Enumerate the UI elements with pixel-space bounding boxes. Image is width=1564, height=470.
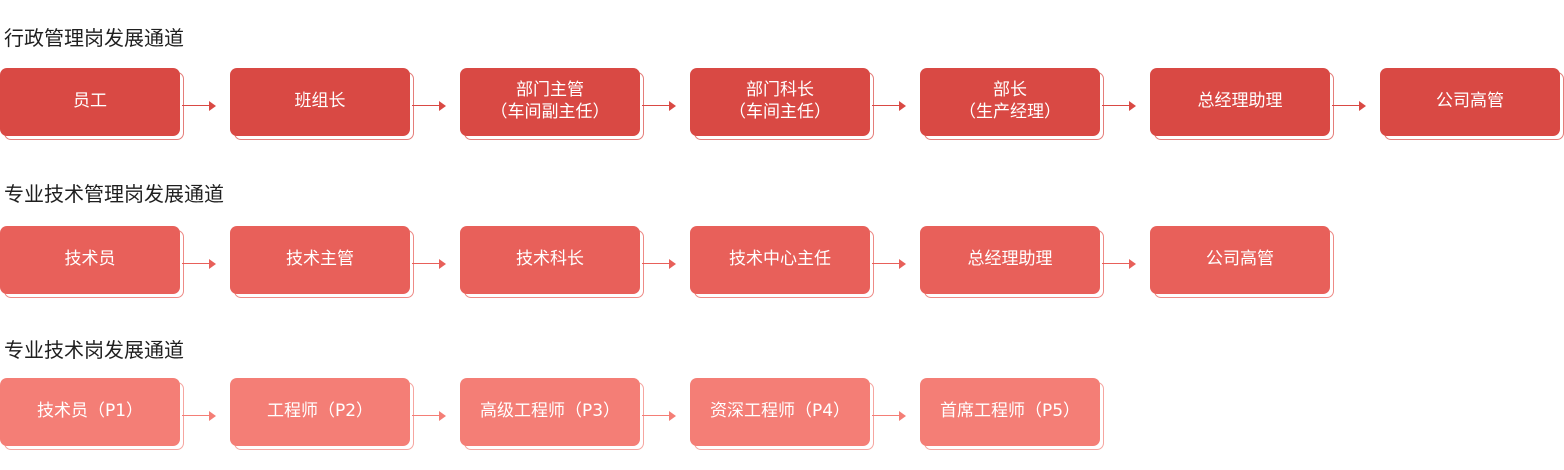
career-step-box: 资深工程师（P4） [690, 378, 870, 446]
career-step-subtitle: （车间主任） [729, 102, 831, 122]
right-arrow-icon [642, 259, 676, 269]
career-step-box: 首席工程师（P5） [920, 378, 1100, 446]
career-step-box: 技术中心主任 [690, 226, 870, 294]
arrow-head [209, 101, 216, 111]
career-step-title: 部门科长 [746, 80, 814, 100]
career-step-box: 技术员 [0, 226, 180, 294]
career-step-title: 技术中心主任 [729, 249, 831, 269]
career-step-box: 高级工程师（P3） [460, 378, 640, 446]
career-step-title: 总经理助理 [967, 249, 1053, 269]
career-step-box: 班组长 [230, 68, 410, 136]
arrow-shaft [872, 105, 900, 106]
right-arrow-icon [872, 259, 906, 269]
career-step-title: 技术员（P1） [36, 401, 144, 421]
career-step-box: 技术科长 [460, 226, 640, 294]
arrow-shaft [412, 415, 440, 416]
career-step-box: 公司高管 [1380, 68, 1560, 136]
career-step-title: 员工 [73, 91, 107, 111]
arrow-head [1359, 101, 1366, 111]
arrow-head [899, 101, 906, 111]
arrow-head [1129, 259, 1136, 269]
arrow-shaft [1332, 105, 1360, 106]
career-step-title: 资深工程师（P4） [709, 401, 851, 421]
right-arrow-icon [872, 411, 906, 421]
career-step-title: 技术科长 [516, 249, 584, 269]
career-step-box: 员工 [0, 68, 180, 136]
right-arrow-icon [872, 101, 906, 111]
career-step-title: 部门主管 [516, 80, 584, 100]
career-step-box: 工程师（P2） [230, 378, 410, 446]
arrow-head [669, 101, 676, 111]
career-step-title: 高级工程师（P3） [479, 401, 621, 421]
right-arrow-icon [412, 259, 446, 269]
track-title: 专业技术管理岗发展通道 [4, 182, 224, 206]
arrow-head [669, 259, 676, 269]
career-step-box: 部门主管（车间副主任） [460, 68, 640, 136]
career-step-box: 部长（生产经理） [920, 68, 1100, 136]
career-step-title: 工程师（P2） [266, 401, 374, 421]
career-step-title: 公司高管 [1206, 249, 1274, 269]
career-step-title: 总经理助理 [1197, 91, 1283, 111]
right-arrow-icon [642, 411, 676, 421]
arrow-head [669, 411, 676, 421]
career-step-title: 技术主管 [286, 249, 354, 269]
career-step-title: 班组长 [294, 91, 346, 111]
right-arrow-icon [642, 101, 676, 111]
career-step-box: 部门科长（车间主任） [690, 68, 870, 136]
arrow-head [439, 101, 446, 111]
arrow-shaft [872, 415, 900, 416]
right-arrow-icon [412, 411, 446, 421]
arrow-head [899, 411, 906, 421]
career-step-box: 技术员（P1） [0, 378, 180, 446]
track-title: 专业技术岗发展通道 [4, 338, 184, 362]
right-arrow-icon [182, 411, 216, 421]
career-step-title: 公司高管 [1436, 91, 1504, 111]
arrow-head [209, 411, 216, 421]
arrow-head [1129, 101, 1136, 111]
arrow-head [439, 411, 446, 421]
arrow-shaft [1102, 105, 1130, 106]
career-step-box: 总经理助理 [1150, 68, 1330, 136]
arrow-shaft [412, 105, 440, 106]
arrow-shaft [1102, 263, 1130, 264]
arrow-shaft [182, 415, 210, 416]
arrow-shaft [872, 263, 900, 264]
right-arrow-icon [182, 259, 216, 269]
arrow-head [899, 259, 906, 269]
arrow-head [209, 259, 216, 269]
right-arrow-icon [1102, 101, 1136, 111]
career-step-box: 技术主管 [230, 226, 410, 294]
right-arrow-icon [412, 101, 446, 111]
arrow-head [439, 259, 446, 269]
career-step-box: 公司高管 [1150, 226, 1330, 294]
arrow-shaft [412, 263, 440, 264]
arrow-shaft [642, 415, 670, 416]
arrow-shaft [182, 105, 210, 106]
career-step-title: 部长 [993, 80, 1027, 100]
right-arrow-icon [182, 101, 216, 111]
career-step-box: 总经理助理 [920, 226, 1100, 294]
right-arrow-icon [1332, 101, 1366, 111]
career-step-title: 技术员 [64, 249, 116, 269]
arrow-shaft [642, 263, 670, 264]
right-arrow-icon [1102, 259, 1136, 269]
career-step-subtitle: （生产经理） [959, 102, 1061, 122]
track-title: 行政管理岗发展通道 [4, 26, 184, 50]
arrow-shaft [182, 263, 210, 264]
career-step-title: 首席工程师（P5） [939, 401, 1081, 421]
arrow-shaft [642, 105, 670, 106]
career-step-subtitle: （车间副主任） [490, 102, 610, 122]
